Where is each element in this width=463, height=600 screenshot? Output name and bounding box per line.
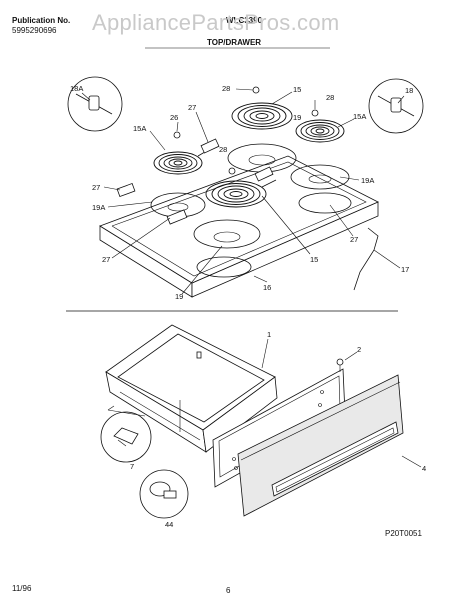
model-number: WLC3390: [226, 16, 263, 25]
watermark: AppliancePartsPros.com: [92, 10, 340, 35]
label-28-right: 28: [326, 93, 334, 102]
label-4: 4: [422, 464, 426, 473]
label-19a-right: 19A: [361, 176, 374, 185]
surface-element-right: [295, 119, 345, 143]
inset-clip-right: [368, 78, 424, 134]
surface-element-left: [153, 148, 211, 175]
label-1: 1: [267, 330, 271, 339]
label-28-mid: 28: [219, 145, 227, 154]
label-18: 18: [405, 86, 413, 95]
label-16: 16: [263, 283, 271, 292]
footer-date: 11/96: [12, 584, 32, 593]
cooktop-assembly: [99, 86, 379, 298]
label-27-left: 27: [92, 183, 100, 192]
page-number: 6: [226, 586, 231, 595]
label-26: 26: [170, 113, 178, 122]
label-27-right: 27: [350, 235, 358, 244]
label-28-top: 28: [222, 84, 230, 93]
label-7: 7: [130, 462, 134, 471]
label-19-bottom: 19: [175, 292, 183, 301]
label-44: 44: [165, 520, 173, 529]
figure-code: P20T0051: [385, 529, 422, 538]
inset-drawer-glide: [100, 411, 152, 463]
label-15-bottom: 15: [310, 255, 318, 264]
label-2: 2: [357, 345, 361, 354]
section-title: TOP/DRAWER: [207, 38, 262, 47]
label-19a-left: 19A: [92, 203, 105, 212]
publication-number: 5995290696: [12, 26, 57, 35]
inset-roller: [139, 469, 189, 519]
label-15a-left: 15A: [133, 124, 146, 133]
label-27-top: 27: [188, 103, 196, 112]
inset-clip-left: [67, 76, 123, 132]
surface-element-front: [205, 179, 277, 208]
publication-label: Publication No.: [12, 16, 71, 25]
label-18a: 18A: [70, 84, 83, 93]
label-15a-right: 15A: [353, 112, 366, 121]
drawer-assembly: [105, 324, 404, 517]
label-15-top: 15: [293, 85, 301, 94]
label-19-top: 19: [293, 113, 301, 122]
surface-element-rear: [231, 102, 293, 130]
label-17: 17: [401, 265, 409, 274]
label-27-bottom-left: 27: [102, 255, 110, 264]
